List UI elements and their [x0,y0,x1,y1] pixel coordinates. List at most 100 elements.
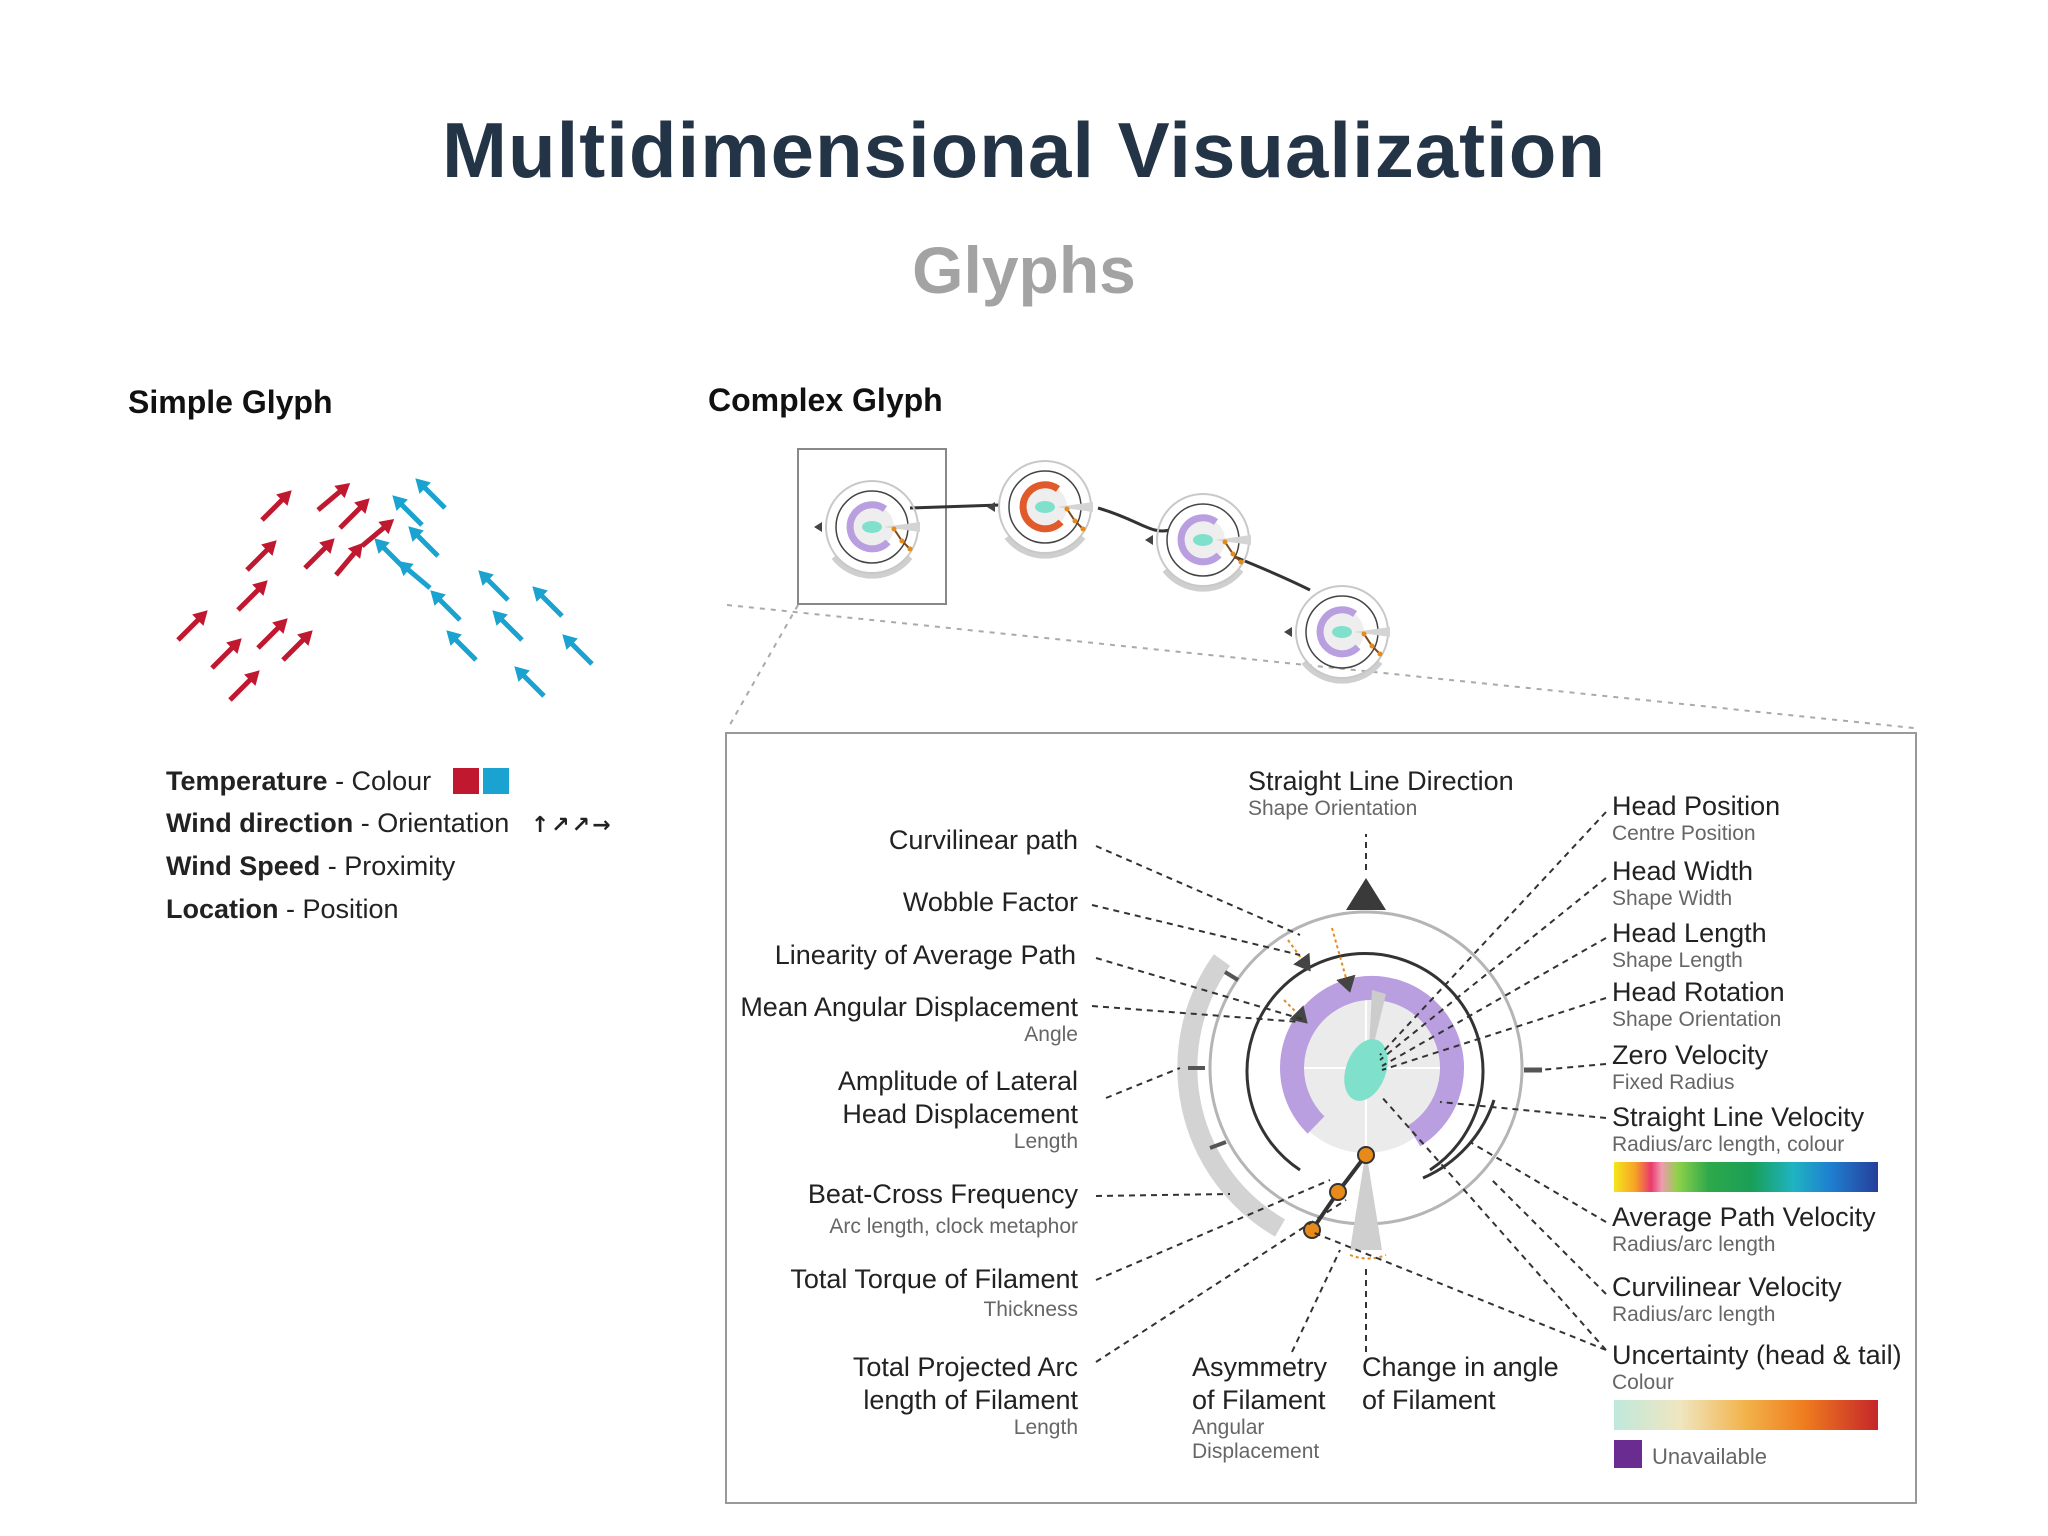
head-ellipse [1344,1039,1388,1101]
cool-swatch [482,768,509,794]
label-main-2: Head Displacement [842,1099,1078,1129]
label-sub: Colour [1612,1371,1674,1394]
label-sub: Radius/arc length [1612,1233,1776,1256]
label-head-width: Head Width Shape Width [1612,856,1754,910]
label-head-rotation: Head Rotation Shape Orientation [1612,977,1785,1031]
label-main: Beat-Cross Frequency [807,1179,1078,1209]
filament-node-3 [1303,1221,1321,1239]
label-sub: Shape Orientation [1248,797,1418,820]
legend-key: Wind direction [166,808,354,838]
label-main: Head Width [1612,856,1754,886]
label-sub: Angular [1192,1416,1265,1439]
label-main: Total Projected Arc [852,1352,1078,1382]
label-sub: Length [1013,1416,1078,1439]
label-main: Head Length [1612,918,1767,948]
label-main: Amplitude of Lateral [837,1066,1078,1096]
label-sub: Shape Length [1612,949,1743,972]
legend-wind-direction: Wind direction - Orientation ↑↗↗→ [166,808,613,839]
label-straight-line-direction: Straight Line Direction Shape Orientatio… [1248,766,1514,820]
wind-arrow [303,538,335,570]
glyph-sequence [726,448,1915,729]
label-sub: Thickness [983,1298,1078,1321]
filament-node-1 [1357,1146,1375,1164]
label-main: Asymmetry [1192,1352,1327,1382]
label-head-position: Head Position Centre Position [1612,791,1781,845]
warm-swatch [452,768,479,794]
label-sub: Fixed Radius [1612,1071,1735,1094]
label-sub: Arc length, clock metaphor [829,1215,1078,1238]
wind-arrow [316,483,351,512]
legend-key: Temperature [166,766,328,796]
legend-location: Location - Position [166,894,399,925]
wind-arrow [334,542,363,577]
wind-arrow [392,495,424,527]
label-main: Curvilinear Velocity [1612,1272,1842,1302]
filament-wedge [1350,1150,1382,1250]
zoom-line-right [726,604,1915,729]
wind-arrow [415,478,447,510]
label-main: Head Position [1612,791,1781,821]
label-uncertainty: Uncertainty (head & tail) Colour [1612,1342,1902,1394]
wind-arrow [338,498,370,530]
wind-arrow [176,610,208,642]
label-beat-cross: Beat-Cross Frequency Arc length, clock m… [807,1179,1078,1238]
velocity-colorbar [1614,1162,1878,1192]
label-mean-angular-displacement: Mean Angular Displacement Angle [740,994,1078,1046]
wind-arrow [492,610,524,642]
wind-arrow [228,670,260,702]
label-main: Wobble Factor [902,887,1078,917]
legend-temperature: Temperature - Colour [166,766,509,797]
label-main: Total Torque of Filament [790,1264,1078,1294]
direction-triangle [1346,878,1386,910]
legend-value: - Proximity [320,851,456,881]
label-sub: Centre Position [1612,822,1756,845]
label-sub: Length [1013,1130,1078,1153]
wind-arrow [256,618,288,650]
label-linearity: Linearity of Average Path [775,942,1076,969]
label-main: Average Path Velocity [1612,1202,1876,1232]
wind-arrow [514,666,546,698]
label-projected-arc: Total Projected Arc length of Filament L… [852,1352,1078,1439]
average-path-arc [1245,952,1485,1172]
label-wobble-factor: Wobble Factor [903,889,1078,916]
trajectory-line-2 [1097,506,1171,533]
orientation-arrows-icon: ↑↗↗→ [530,813,613,838]
legend-value: - Position [278,894,399,924]
label-curvilinear-path: Curvilinear path [889,827,1078,854]
label-sub: Radius/arc length [1612,1303,1776,1326]
label-change-in-angle: Change in angle of Filament [1362,1354,1559,1414]
mini-glyph [814,480,920,579]
wind-arrow [245,540,277,572]
filament-node-2 [1329,1183,1347,1201]
label-main-2: of Filament [1192,1385,1326,1415]
page-subtitle: Glyphs [912,233,1136,307]
wind-arrow [360,519,395,548]
uncertainty-colorbar [1614,1400,1878,1430]
wind-arrow [532,586,564,618]
leader-lines [1091,811,1607,1363]
wind-arrow [236,580,268,612]
unavailable-swatch [1614,1440,1642,1468]
wind-arrow [430,590,462,622]
label-sub: Shape Width [1612,887,1733,910]
tick-mark-1 [1223,970,1240,982]
mini-glyph [1284,585,1390,684]
mini-glyph [1145,493,1251,592]
legend-key: Location [166,894,279,924]
selection-box [797,448,947,605]
label-main: Straight Line Direction [1248,766,1514,796]
wind-arrow [281,630,313,662]
wind-arrow [260,490,292,522]
legend-wind-speed: Wind Speed - Proximity [166,851,455,882]
label-asymmetry: Asymmetry of Filament Angular Displaceme… [1192,1352,1327,1463]
label-straight-line-velocity: Straight Line Velocity Radius/arc length… [1612,1102,1865,1156]
zoom-line-left [727,604,799,729]
label-main-2: of Filament [1362,1385,1496,1415]
mini-glyph [987,460,1093,559]
label-main: Change in angle [1362,1352,1559,1382]
label-main: Head Rotation [1612,977,1785,1007]
label-main: Linearity of Average Path [774,940,1076,970]
label-average-path-velocity: Average Path Velocity Radius/arc length [1612,1202,1876,1256]
label-main: Straight Line Velocity [1612,1102,1865,1132]
page-title: Multidimensional Visualization [441,106,1607,194]
